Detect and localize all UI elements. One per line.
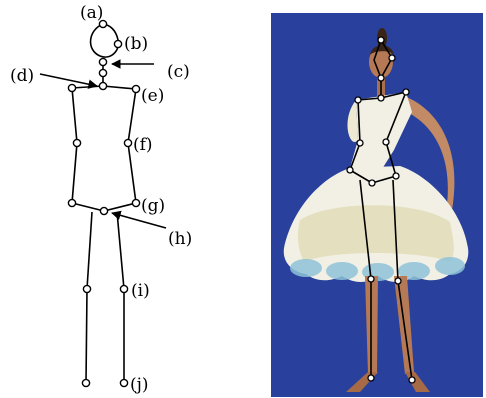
joint-chin (99, 58, 106, 65)
label-i: (i) (131, 281, 150, 301)
joint-shoulder-left (68, 84, 75, 91)
head-loop (91, 24, 119, 57)
joint-head-side (114, 40, 121, 47)
hip-bone-right (104, 203, 136, 211)
leg-left-lower (86, 289, 87, 383)
label-j: (j) (130, 375, 149, 395)
torso-left (72, 88, 77, 143)
fashion-illustration (271, 13, 483, 397)
skeleton-diagram: (a) (b) (c) (d) (e) (f) (g) (h) (i) (j) (10, 3, 192, 395)
joint-waist-left (73, 139, 80, 146)
label-f: (f) (133, 135, 153, 155)
skeleton-joints (68, 20, 139, 386)
joint-knee-right (120, 285, 127, 292)
hip-bone-left (72, 203, 104, 211)
joint-shoulder-right (132, 85, 139, 92)
label-e: (e) (141, 86, 164, 106)
torso-left-lower (72, 143, 77, 203)
label-g: (g) (141, 196, 165, 216)
arrow-d (40, 74, 97, 86)
label-h: (h) (168, 229, 192, 249)
shoulder-bone-left (72, 86, 103, 88)
leg-left-upper (87, 212, 92, 289)
label-a: (a) (80, 3, 103, 23)
leg-right-upper (117, 212, 124, 289)
joint-neck (99, 69, 106, 76)
joint-waist-right (124, 139, 131, 146)
joint-hip-right (132, 199, 139, 206)
joint-knee-left (83, 285, 90, 292)
label-c: (c) (167, 62, 190, 82)
joint-neck-base (99, 82, 106, 89)
joint-hip-center (100, 207, 107, 214)
joint-ankle-right (120, 379, 127, 386)
shoulder-bone-right (103, 86, 136, 89)
joint-ankle-left (82, 379, 89, 386)
joint-hip-left (68, 199, 75, 206)
label-b: (b) (124, 34, 148, 54)
label-d: (d) (10, 66, 34, 86)
